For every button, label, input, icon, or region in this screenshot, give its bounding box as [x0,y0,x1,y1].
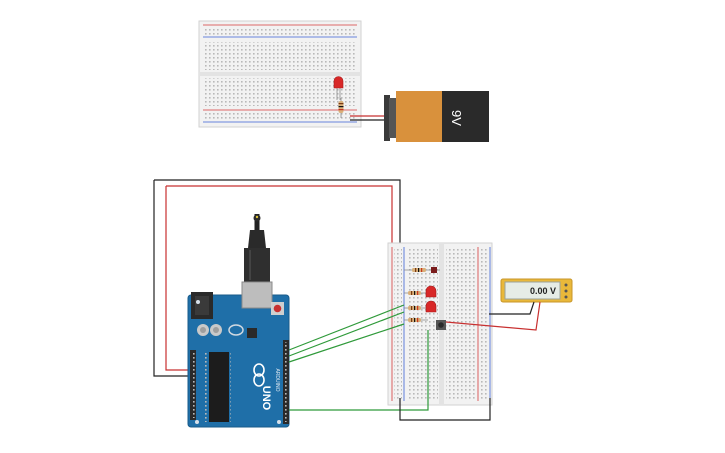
meter-wire-red[interactable] [445,301,541,331]
loop-wire-red[interactable] [166,185,393,250]
meter-wire-black[interactable] [489,301,535,315]
led-red-1-icon[interactable] [425,285,437,298]
loop-wire-black[interactable] [154,179,401,246]
multimeter[interactable]: 0.00 V [500,278,573,303]
resistor-2-icon[interactable] [404,291,428,295]
loop-wire-red-down[interactable] [165,186,193,371]
bottom-wire-black[interactable] [399,398,491,421]
signal-wire-green-4[interactable] [289,330,429,411]
signal-wire-green-2[interactable] [288,311,405,357]
usb-chip [247,328,257,338]
push-button-icon[interactable] [436,320,446,330]
atmega-chip [209,352,229,422]
loop-wire-black-down[interactable] [153,180,193,377]
arduino-logo-icon [253,363,265,387]
dc-jack-icon [191,292,213,319]
arduino-brand-label: ARDUINO [274,368,280,391]
top-resistor-icon[interactable] [338,98,344,118]
signal-wire-green-3[interactable] [288,323,405,363]
arduino-model-label: UNO [260,386,272,411]
battery-label: 9V [449,110,464,126]
led-red-2-icon[interactable] [425,300,437,313]
usb-plug-icon[interactable] [241,214,273,309]
battery-9v[interactable]: 9V [384,91,489,142]
resistor-4-icon[interactable] [404,318,428,322]
signal-wire-green-1[interactable] [288,304,405,351]
small-led-icon[interactable] [431,267,437,273]
crystal-icon [228,324,244,336]
top-led-icon[interactable] [333,76,344,101]
multimeter-reading: 0.00 V [530,286,556,296]
arduino-uno-board[interactable]: UNO ARDUINO [187,214,290,428]
resistor-3-icon[interactable] [404,306,428,310]
top-breadboard[interactable] [198,20,362,128]
reset-button-icon[interactable] [271,302,284,315]
